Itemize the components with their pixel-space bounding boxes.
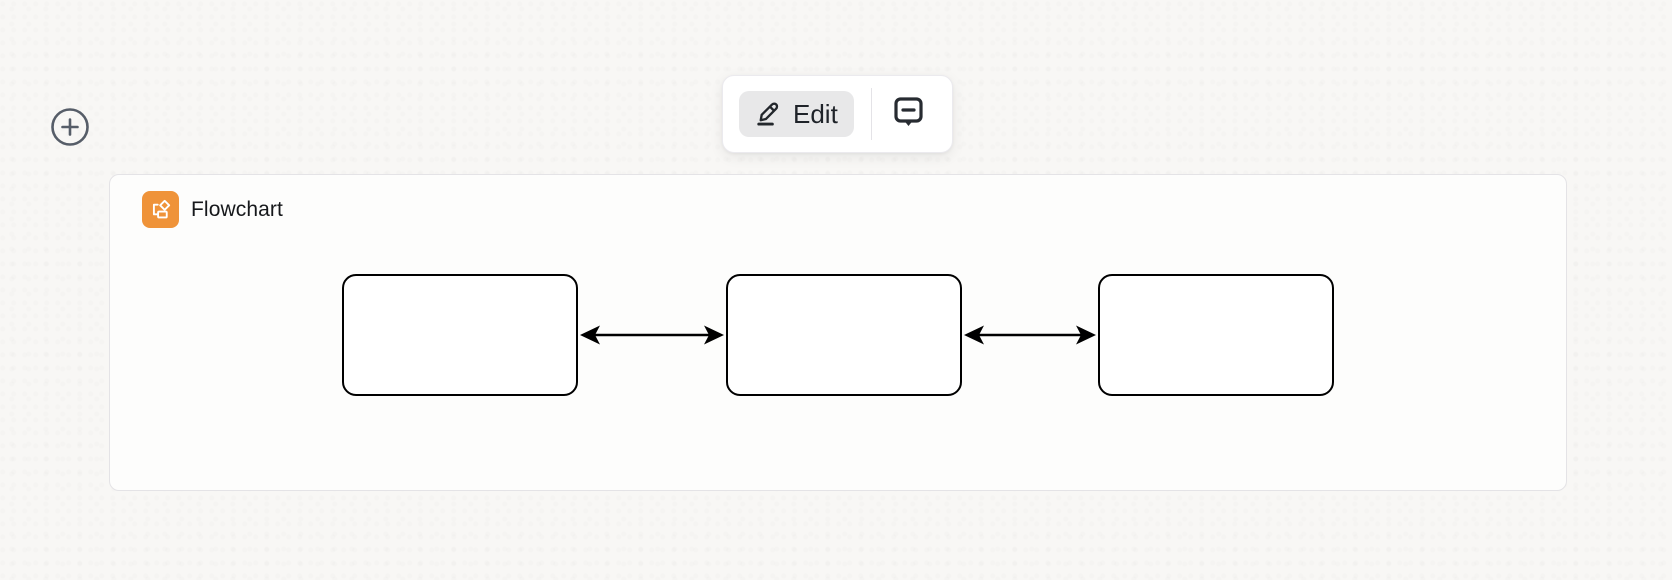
flowchart-diagram bbox=[110, 274, 1566, 396]
flowchart-block[interactable]: Flowchart bbox=[109, 174, 1567, 491]
block-title: Flowchart bbox=[191, 197, 283, 221]
plus-circle-icon bbox=[50, 107, 90, 147]
edit-button[interactable]: Edit bbox=[739, 91, 854, 137]
bidirectional-arrow-1 bbox=[580, 325, 724, 345]
flowchart-node-1 bbox=[342, 274, 578, 396]
block-hover-toolbar: Edit bbox=[722, 75, 953, 153]
toolbar-divider bbox=[870, 88, 872, 140]
comment-button[interactable] bbox=[887, 91, 931, 137]
flowchart-node-2 bbox=[726, 274, 962, 396]
comment-icon bbox=[892, 95, 925, 134]
flowchart-icon bbox=[142, 191, 179, 228]
add-block-button[interactable] bbox=[50, 107, 90, 147]
flowchart-block-header: Flowchart bbox=[142, 191, 283, 228]
bidirectional-arrow-2 bbox=[964, 325, 1096, 345]
pencil-icon bbox=[752, 95, 783, 133]
edit-button-label: Edit bbox=[793, 98, 838, 129]
flowchart-node-3 bbox=[1098, 274, 1334, 396]
